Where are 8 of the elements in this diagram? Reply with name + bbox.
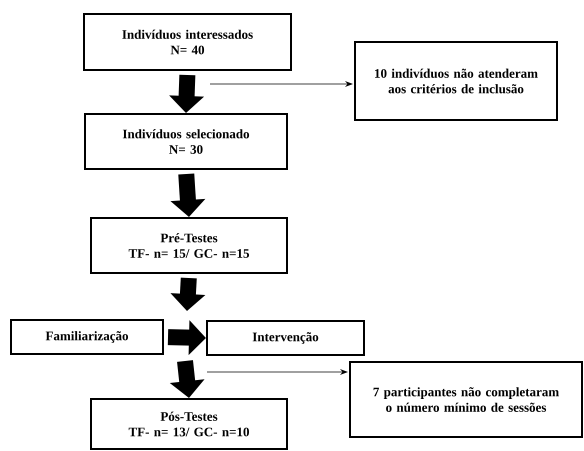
process-box: Indivíduos interessados N= 40 bbox=[83, 13, 292, 71]
process-box: Pré-Testes TF- n= 15/ GC- n=15 bbox=[90, 217, 288, 274]
process-box: Intervenção bbox=[206, 320, 365, 356]
process-box: Indivíduos selecionado N= 30 bbox=[84, 113, 288, 170]
process-box: Pós-Testes TF- n= 13/ GC- n=10 bbox=[90, 398, 288, 450]
process-box: Familiarização bbox=[10, 319, 164, 355]
process-box: 7 participantes não completaram o número mínimo de sessões bbox=[349, 361, 583, 438]
process-box: 10 indivíduos não atenderam aos critérios de inclusão bbox=[354, 41, 558, 121]
